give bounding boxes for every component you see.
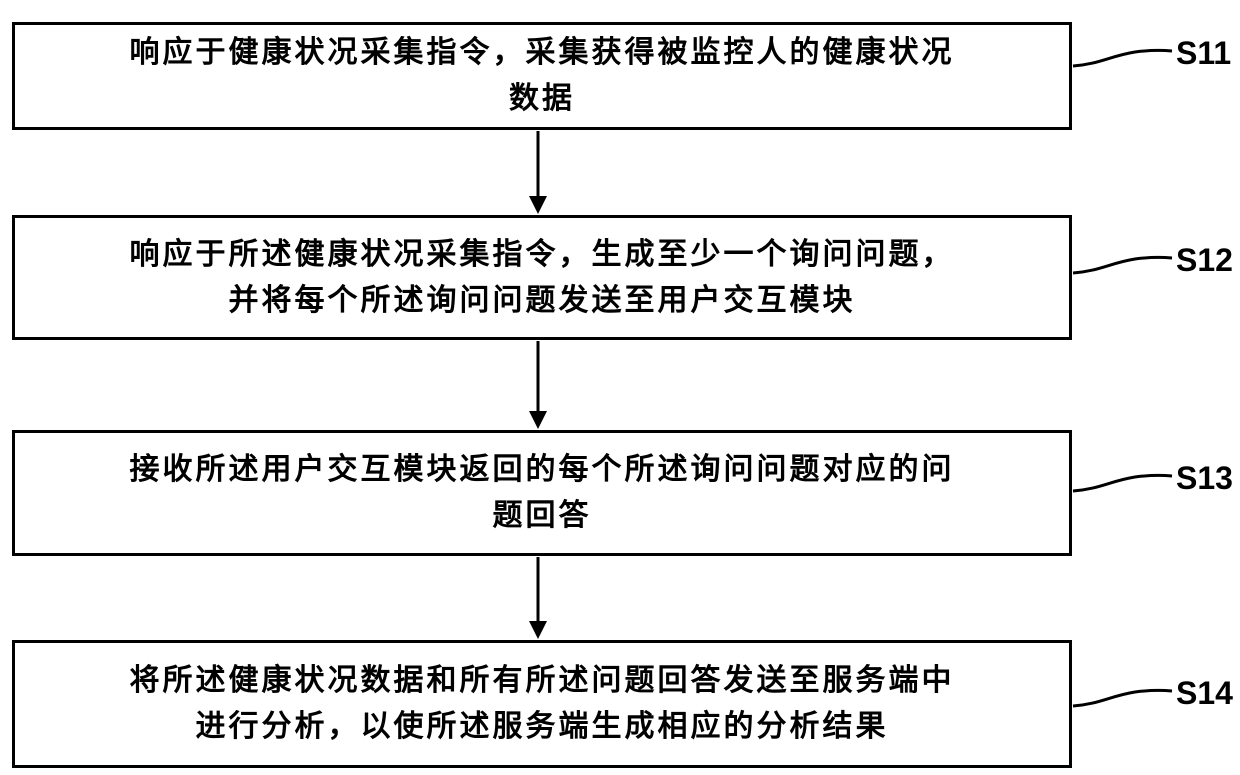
leader-line-s12 bbox=[1073, 257, 1172, 273]
leader-line-s13 bbox=[1073, 475, 1172, 491]
flow-arrow-s11-s12 bbox=[529, 131, 547, 214]
step-label-s12: S12 bbox=[1176, 240, 1233, 280]
leader-line-s14 bbox=[1073, 690, 1172, 706]
step-label-s14: S14 bbox=[1176, 673, 1233, 713]
leader-line-s11 bbox=[1073, 50, 1172, 66]
flow-arrow-s13-s14 bbox=[529, 557, 547, 639]
step-label-s11: S11 bbox=[1176, 33, 1231, 73]
step-label-s13: S13 bbox=[1176, 458, 1233, 498]
flow-arrow-s12-s13 bbox=[529, 341, 547, 429]
